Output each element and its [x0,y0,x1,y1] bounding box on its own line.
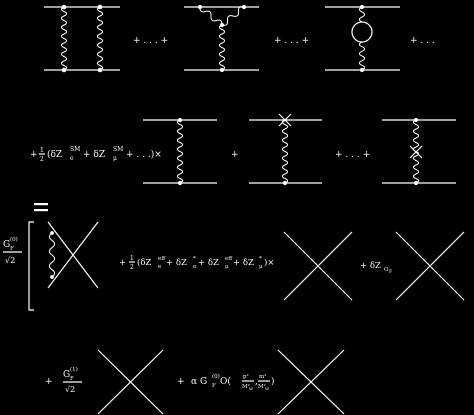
diagram-propagator-counterterm [382,117,456,186]
row3-z3-sub: μ [225,264,229,270]
row3-z4: + δZ [233,258,254,268]
row3-z4-sup: * [259,256,262,262]
row2-half-num: 1 [40,147,44,154]
row3-z3: + δZ [198,258,219,268]
row2-sub2: μ [113,155,117,162]
row2-sup1: SM [70,146,80,153]
row3-z-open: (δZ [137,257,151,268]
row3-gf-sup: (0) [10,236,18,243]
row3-z3-sup: eff [225,256,233,262]
row3-z2-sup: * [193,256,196,262]
diagram-fermi-contact-3 [97,349,164,415]
row4-sqrt2: √2 [65,385,75,394]
equals-sign [34,203,48,212]
diagram-vertex-counterterm [249,113,322,186]
row4-q2: p² [243,373,249,380]
row4-alpha-sup: (0) [212,373,220,380]
row2-sup2: SM [113,146,123,153]
effective-z-prefactor: + 1 2 (δZ e eff + δZ e * + δZ μ eff + δZ… [119,255,274,271]
row4-plus-2: + [177,377,185,387]
row1-ellipsis-1: + . . . + [133,36,168,46]
gf-one-loop-prefactor: G F (1) √2 [63,366,82,394]
diagram-box [44,4,120,73]
diagram-fermi-contact-2 [395,231,465,301]
diagram-vertex-correction [184,4,259,73]
row2-plus: + [30,150,38,160]
row1-ellipsis-end: + . . . [410,36,435,46]
diagram-self-energy [325,4,400,73]
row3-plus: + [119,258,126,268]
row2-mid: + δZ [83,150,105,160]
row3-ct: + δZ [360,261,381,271]
diagram-fermi-contact-4 [277,349,345,415]
diagram-effective-vertex [47,221,99,289]
row4-alpha: α G [191,377,207,387]
bracket-left [28,221,34,311]
row4-gf-sub: F [70,376,74,382]
row4-alpha-sub: F [212,383,216,389]
row3-z4-sub: μ [259,264,263,270]
row4-mw2b: M² [258,383,266,390]
row4-plus-1: + [45,377,53,387]
row3-half-num: 1 [130,255,134,262]
row3-z1-sub: e [158,264,161,270]
row2-open: (δZ [47,149,62,160]
row3-gf-sub: F [10,246,14,252]
row2-close: + . . .)× [126,149,162,160]
row3-z2-sub: e [193,264,196,270]
row4-comma: , [255,377,258,387]
row3-ct-sub2: F [389,269,392,275]
row4-order: O( [220,376,231,387]
row3-half-den: 2 [130,264,134,271]
row3-ct-sub: O [384,267,389,273]
row4-close: ) [271,376,275,387]
counterterm-prefactor: + 1 2 (δZ e SM + δZ μ SM + . . .)× [30,146,162,163]
fermi-counterterm-label: + δZ O F [360,261,392,275]
row4-m2: m² [259,373,266,380]
row1-ellipsis-2: + . . . + [274,36,309,46]
row3-z1-sup: eff [158,256,166,262]
row3-sqrt2: √2 [5,256,15,265]
gf-tree-prefactor: G F (0) √2 [3,236,22,265]
row3-z-close: )× [264,257,274,268]
row4-gf: G [63,370,70,380]
row2-ellipsis: + . . . + [335,150,370,160]
row3-z2: + δZ [166,258,187,268]
row4-mw-subb: W [265,386,270,391]
diagram-fermi-contact-1 [283,231,353,301]
row2-half-den: 2 [40,156,44,163]
row2-sub1: e [70,155,74,162]
diagram-tree-exchange [143,117,217,186]
row4-gf-sup: (1) [70,366,78,373]
row4-mw2: M² [242,383,250,390]
row3-gf: G [3,240,10,250]
row4-mw-sub: W [249,386,254,391]
row2-plus-2: + [231,150,239,160]
higher-order-term: α G F (0) O( p² M² W , m² M² W ) [191,373,275,391]
